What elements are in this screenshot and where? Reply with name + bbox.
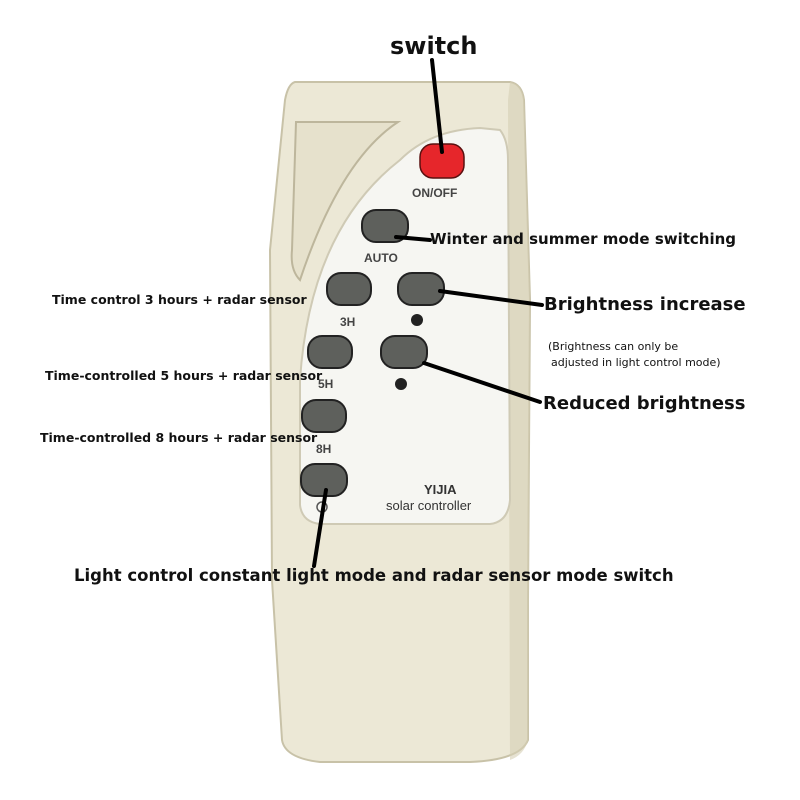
3h-button [326, 272, 372, 306]
brightness-note-line2: adjusted in light control mode) [551, 356, 721, 369]
brightness-up-annotation: Brightness increase [544, 294, 746, 315]
subtitle-label: solar controller [386, 498, 472, 513]
decorative-groove [290, 121, 402, 282]
brightness-down-button [380, 335, 428, 369]
8h-button [301, 399, 347, 433]
8h-annotation: Time-controlled 8 hours + radar sensor [40, 430, 318, 445]
brightness-down-annotation: Reduced brightness [543, 393, 746, 414]
auto-leader-line [394, 235, 432, 242]
8h-label: 8H [316, 442, 332, 456]
brightness-down-icon [395, 378, 407, 390]
brightness-up-button [397, 272, 445, 306]
3h-label: 3H [340, 315, 356, 329]
5h-annotation: Time-controlled 5 hours + radar sensor [45, 368, 323, 383]
mode-annotation: Light control constant light mode and ra… [74, 566, 674, 585]
brand-label: YIJIA [424, 482, 457, 497]
brightness-up-icon [411, 314, 423, 326]
auto-annotation: Winter and summer mode switching [430, 230, 737, 248]
5h-label: 5H [318, 377, 334, 391]
mode-leader-line [312, 488, 328, 568]
auto-label: AUTO [364, 251, 398, 265]
3h-annotation: Time control 3 hours + radar sensor [52, 292, 307, 307]
5h-button [307, 335, 353, 369]
power-label: ON/OFF [412, 186, 458, 200]
switch-leader-line [430, 58, 444, 154]
brightness-note-line1: (Brightness can only be [548, 340, 679, 353]
switch-title: switch [390, 32, 478, 60]
brightness-down-leader-line [422, 361, 542, 404]
brightness-up-leader-line [438, 289, 544, 307]
auto-button [361, 209, 409, 243]
face-panel [299, 126, 512, 525]
